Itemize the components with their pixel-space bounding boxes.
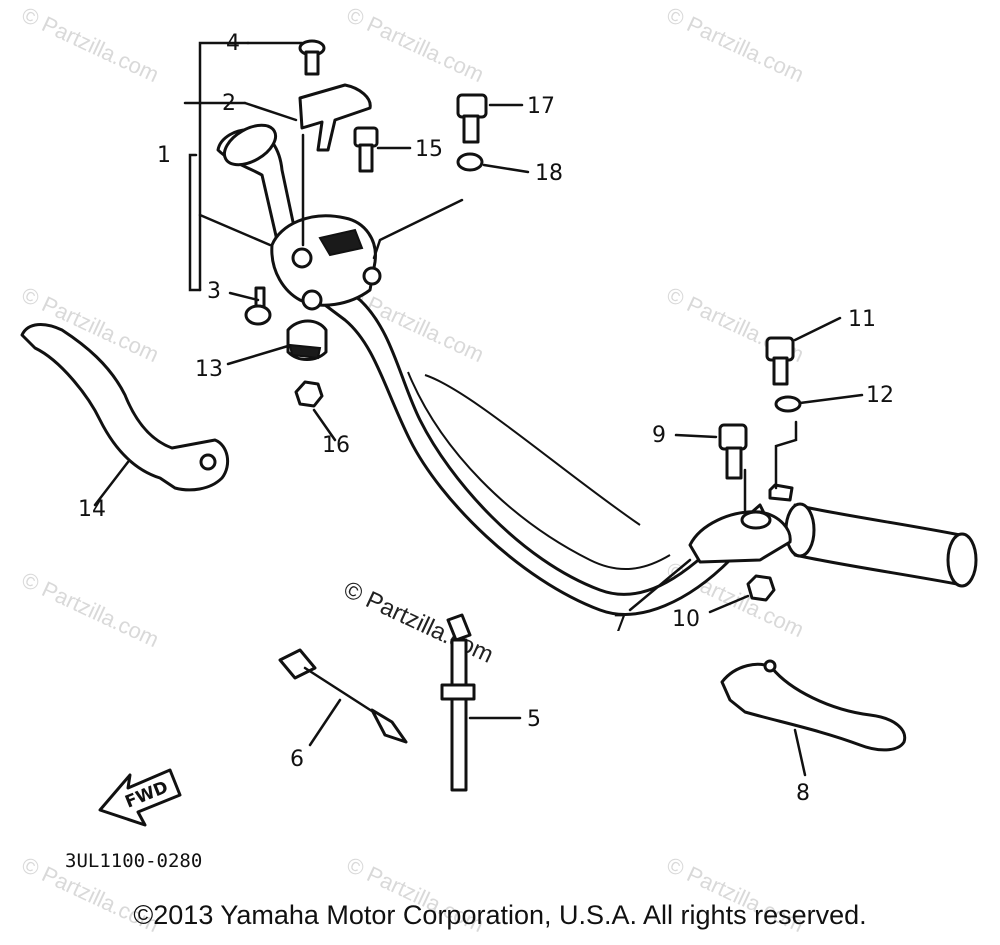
callout-13: 13 — [195, 357, 223, 382]
callout-3: 3 — [207, 279, 221, 304]
bolt-part-11 — [765, 336, 795, 386]
bolt-part-9 — [718, 423, 748, 480]
callout-5: 5 — [527, 707, 541, 732]
callout-14: 14 — [78, 497, 106, 522]
lever-pivot-hole — [763, 659, 777, 673]
clutch-lever-part-14 — [20, 323, 230, 492]
center-watermark: © Partzilla.com — [339, 576, 497, 669]
callout-labels: 1 2 3 4 5 6 7 8 9 10 11 12 13 14 15 16 1… — [78, 31, 894, 806]
cable-tie-part-5 — [440, 613, 476, 792]
washer-part-18 — [456, 152, 484, 172]
bolt-part-17 — [456, 93, 488, 144]
watermark: © Partzilla.com — [18, 567, 163, 652]
handlebar — [216, 123, 978, 616]
leader-lines — [93, 41, 864, 777]
bolt-part-15 — [353, 126, 379, 173]
callout-1: 1 — [157, 143, 171, 168]
callout-11: 11 — [848, 307, 876, 332]
callout-17: 17 — [527, 94, 555, 119]
watermark: © Partzilla.com — [663, 2, 808, 87]
callout-9: 9 — [652, 423, 666, 448]
screw-part-4 — [298, 39, 326, 76]
bracket-part-2 — [298, 83, 372, 152]
callout-7: 7 — [613, 612, 627, 637]
nut-part-10 — [746, 574, 776, 602]
callout-12: 12 — [866, 383, 894, 408]
copyright-notice: ©2013 Yamaha Motor Corporation, U.S.A. A… — [133, 900, 867, 930]
screw-part-3 — [244, 286, 272, 326]
callout-8: 8 — [796, 781, 810, 806]
cable-part-6 — [278, 648, 408, 744]
watermark: © Partzilla.com — [343, 2, 488, 87]
callout-16: 16 — [322, 433, 350, 458]
left-lever-holder — [270, 214, 382, 361]
fwd-arrow: FWD — [98, 768, 182, 827]
callout-6: 6 — [290, 747, 304, 772]
watermark: © Partzilla.com — [18, 2, 163, 87]
washer-part-12 — [774, 395, 802, 413]
callout-10: 10 — [672, 607, 700, 632]
right-lever-holder — [688, 483, 794, 564]
nut-part-16 — [294, 380, 324, 408]
callout-18: 18 — [535, 161, 563, 186]
callout-4: 4 — [226, 31, 240, 56]
lever-pivot-hole — [199, 453, 217, 471]
callout-15: 15 — [415, 137, 443, 162]
diagram-code: 3UL1100-0280 — [65, 850, 202, 872]
callout-2: 2 — [222, 91, 236, 116]
brake-lever-part-8 — [720, 662, 907, 752]
